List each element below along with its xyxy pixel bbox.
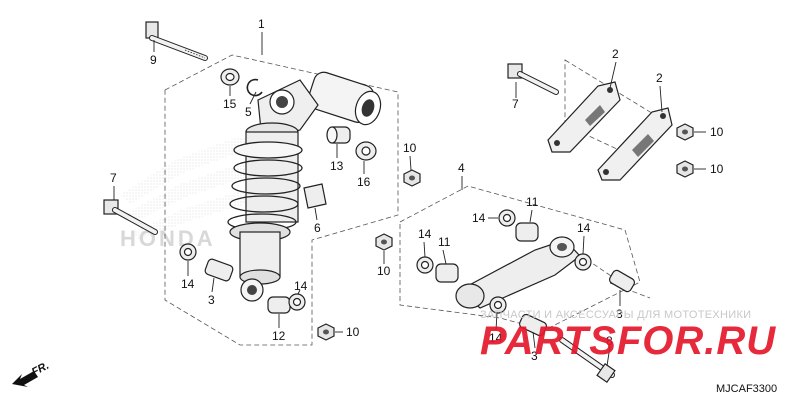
honda-logo-lettering: HONDA <box>120 226 216 251</box>
nut-10-bracket-a <box>676 123 694 141</box>
washer-14-link-c <box>574 253 592 271</box>
front-arrow-label: FR. <box>30 360 51 379</box>
washer-14-link-a <box>498 209 516 227</box>
bracket-2-left <box>547 81 621 153</box>
callout-4: 4 <box>458 161 465 175</box>
bushing-11-link-a <box>515 222 539 242</box>
bolt-7-left <box>103 199 158 235</box>
bushing-11-link-b <box>435 263 459 283</box>
callout-14-c: 14 <box>472 211 486 225</box>
callout-10-b: 10 <box>403 141 417 155</box>
callout-12: 12 <box>272 329 286 343</box>
callout-7-right: 7 <box>512 97 519 111</box>
collar-3-right <box>608 269 636 293</box>
callout-14-a: 14 <box>181 277 195 291</box>
nut-10-bracket-b <box>676 160 694 178</box>
callout-9: 9 <box>150 53 157 67</box>
bushing-12 <box>267 296 291 314</box>
bushing-13 <box>326 126 351 144</box>
partsfor-watermark: ЗАПЧАСТИ И АКСЕССУАРЫ ДЛЯ МОТОТЕХНИКИ PA… <box>480 309 776 363</box>
callout-11-b: 11 <box>438 235 451 249</box>
callout-6: 6 <box>314 221 321 235</box>
callout-14-d: 14 <box>418 227 432 241</box>
dust-seal-16 <box>355 141 377 161</box>
diagram-code: MJCAF3300 <box>716 383 777 395</box>
label-6 <box>303 183 327 209</box>
callout-10-c: 10 <box>377 264 391 278</box>
callout-15: 15 <box>223 97 237 111</box>
callout-10-d: 10 <box>710 125 724 139</box>
nut-10-shock-bottom <box>317 323 335 341</box>
callout-14-f: 14 <box>489 331 503 345</box>
callout-10-a: 10 <box>346 325 360 339</box>
callout-3-b: 3 <box>616 307 623 321</box>
nut-10-upper <box>403 169 421 187</box>
front-direction-arrow: FR. <box>12 360 51 387</box>
bolt-8 <box>559 337 616 384</box>
collar-3-bottom <box>518 313 548 337</box>
callout-5: 5 <box>245 105 252 119</box>
callout-2-a: 2 <box>612 47 619 61</box>
group-4-outline <box>399 185 641 331</box>
callout-1: 1 <box>258 17 265 31</box>
washer-14-link-d <box>489 296 507 314</box>
bracket-2-right <box>597 107 673 181</box>
shock-arm-linkage <box>455 236 581 309</box>
washer-14-shock-bottom <box>288 293 306 311</box>
callout-14-b: 14 <box>294 279 308 293</box>
circlip-5 <box>246 78 263 97</box>
bolt-9 <box>145 21 208 61</box>
callout-2-b: 2 <box>656 71 663 85</box>
callout-11-a: 11 <box>526 195 539 209</box>
watermark-tagline: ЗАПЧАСТИ И АКСЕССУАРЫ ДЛЯ МОТОТЕХНИКИ <box>480 309 751 321</box>
washer-15 <box>220 68 240 86</box>
callout-14-e: 14 <box>577 221 591 235</box>
callout-16: 16 <box>357 175 371 189</box>
callout-13: 13 <box>330 159 344 173</box>
watermark-brand-lettering: PARTSFOR.RU <box>480 319 776 363</box>
washer-14-left <box>179 243 197 261</box>
callout-numbers: 1 9 15 5 13 16 7 6 14 3 14 12 10 10 10 4… <box>110 17 724 363</box>
group-1-outline <box>164 54 399 346</box>
callout-3-a: 3 <box>208 293 215 307</box>
rear-shock-absorber <box>227 71 382 302</box>
washer-14-link-b <box>416 256 434 274</box>
callout-3-c: 3 <box>531 349 538 363</box>
callout-10-e: 10 <box>710 162 724 176</box>
leader-lines <box>113 32 706 367</box>
bolt-7-right <box>507 63 559 95</box>
callout-8: 8 <box>606 334 613 348</box>
callout-7-left: 7 <box>110 171 117 185</box>
collar-3-left <box>204 258 234 282</box>
nut-10-linkage-left <box>375 233 393 251</box>
